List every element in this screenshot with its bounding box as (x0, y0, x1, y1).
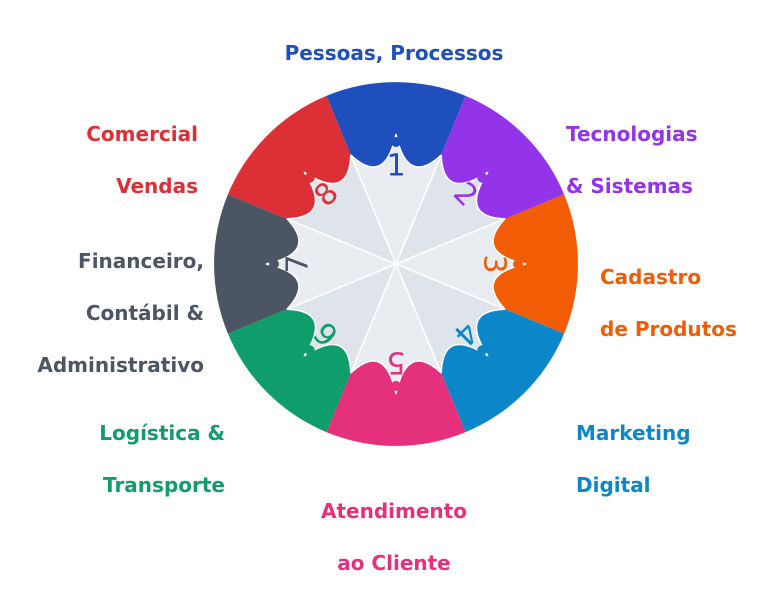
segment-number-5: 5 (386, 345, 405, 380)
segment-dot-7 (269, 259, 279, 269)
segment-dot-4 (477, 345, 488, 356)
segment-dot-8 (304, 172, 315, 183)
label-segment-4: Marketing Digital (576, 421, 691, 497)
inner-petal-7 (265, 218, 398, 310)
inner-petal-8 (286, 154, 398, 266)
label-segment-5: Atendimento ao Cliente (321, 499, 467, 575)
inner-petal-5 (350, 262, 442, 395)
segment-dot-5 (391, 381, 401, 391)
inner-petal-3 (394, 218, 527, 310)
segment-number-3: 3 (477, 254, 512, 273)
segment-number-7: 7 (281, 254, 316, 273)
inner-petal-1 (350, 133, 442, 266)
label-segment-6: Logística & Transporte (99, 421, 225, 497)
inner-petal-2 (394, 154, 506, 266)
label-segment-8: Comercial Vendas (86, 122, 198, 198)
label-segment-1: Pessoas, Processos & Projetos (284, 41, 504, 117)
segment-dot-2 (477, 172, 488, 183)
segment-number-1: 1 (386, 149, 405, 184)
inner-star (265, 133, 527, 395)
segment-dot-3 (513, 259, 523, 269)
label-segment-7: Financeiro, Contábil & Administrativo (37, 249, 204, 377)
inner-petal-6 (286, 262, 398, 374)
segment-dots (269, 137, 523, 391)
inner-petal-4 (394, 262, 506, 374)
segment-dot-6 (304, 345, 315, 356)
label-segment-2: Tecnologias & Sistemas (566, 122, 698, 198)
segment-dot-1 (391, 137, 401, 147)
label-segment-3: Cadastro de Produtos (600, 265, 737, 341)
